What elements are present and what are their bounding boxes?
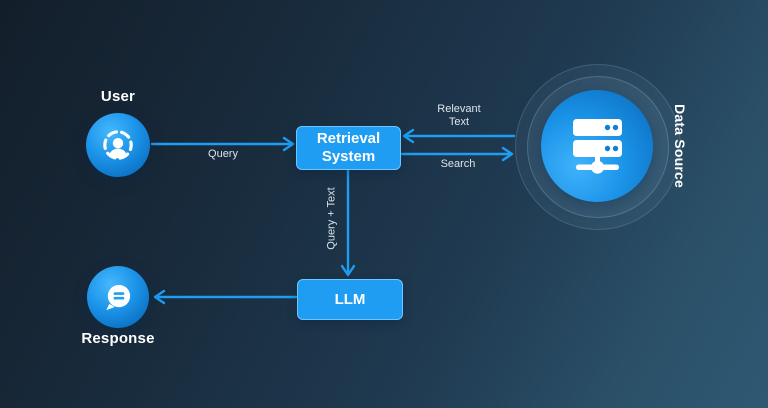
llm-label: LLM — [334, 290, 366, 308]
response-node-label: Response — [81, 330, 155, 347]
user-icon — [100, 127, 136, 163]
response-node — [87, 266, 149, 328]
data-source-node — [541, 90, 653, 202]
edge-label-query-plus-text: Query + Text — [325, 187, 338, 250]
edge-label-relevant-text: Relevant Text — [437, 103, 481, 128]
retrieval-system-node: Retrieval System — [296, 126, 401, 170]
edge-llm-response-arrowhead — [153, 289, 166, 305]
edge-query-text-arrowhead — [340, 264, 356, 277]
edge-label-query: Query — [208, 148, 238, 160]
edge-relevant-text-arrowhead — [402, 128, 415, 144]
server-icon — [569, 117, 626, 175]
data-source-node-label: Data Source — [672, 104, 688, 188]
user-node-label: User — [100, 88, 136, 105]
edge-search-arrowhead — [501, 146, 514, 162]
llm-node: LLM — [297, 279, 403, 320]
edge-query-arrowhead — [282, 136, 295, 152]
user-node — [86, 113, 150, 177]
retrieval-system-label: Retrieval System — [316, 130, 381, 165]
chat-bubble-icon — [101, 280, 136, 315]
edge-label-search: Search — [440, 158, 476, 170]
